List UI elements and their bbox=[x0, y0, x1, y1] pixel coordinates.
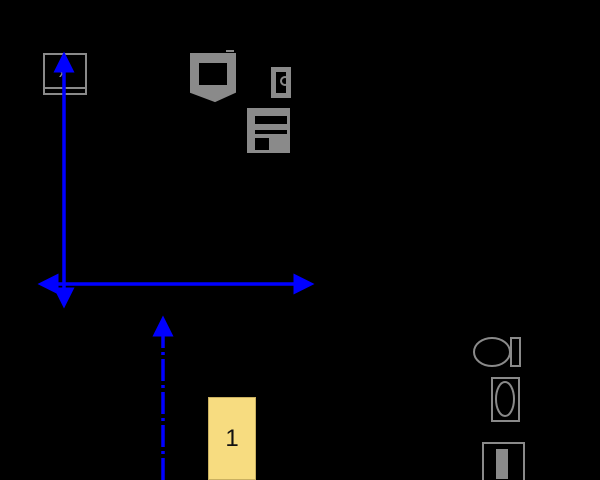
shower-icon bbox=[482, 442, 525, 480]
toilet-icon bbox=[473, 337, 521, 367]
room-label: 1 bbox=[208, 397, 256, 480]
room-number: 1 bbox=[225, 424, 239, 452]
outlet-icon bbox=[271, 67, 291, 98]
appliance-icon bbox=[190, 50, 236, 103]
sink-icon bbox=[491, 377, 520, 422]
cabinet-icon bbox=[247, 108, 290, 153]
